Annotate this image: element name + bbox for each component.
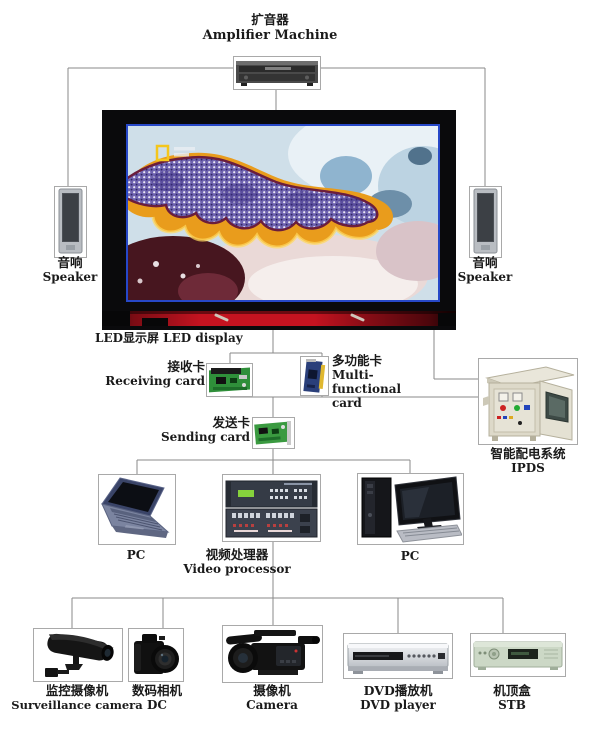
digital-camera-box	[128, 628, 184, 682]
digital-camera-label-cn: 数码相机	[131, 683, 182, 698]
receiving-card-box	[206, 363, 253, 397]
dvd-player-image	[347, 643, 449, 674]
pc-right-label: PC	[400, 549, 420, 563]
speaker-left-box	[54, 186, 87, 258]
receiving-card-image	[209, 367, 250, 393]
led-screen-image	[126, 124, 440, 302]
digital-camera-image	[134, 634, 179, 674]
speaker-right-label-cn: 音响	[472, 255, 498, 270]
stb-label: 机顶盒 STB	[452, 683, 572, 713]
camera-label-cn: 摄像机	[253, 683, 291, 698]
speaker-right-box	[469, 186, 502, 258]
ipds-box	[478, 358, 578, 445]
digital-camera-label: 数码相机 DC	[97, 683, 217, 713]
speaker-right-label: 音响 Speaker	[455, 255, 515, 285]
sending-card-label-cn: 发送卡	[212, 415, 250, 430]
sending-card-image	[254, 421, 291, 445]
ipds-image	[483, 366, 575, 441]
video-processor-label-cn: 视频处理器	[205, 547, 269, 562]
sending-card-label-en: Sending card	[160, 430, 250, 444]
video-processor-box	[222, 474, 321, 542]
receiving-card-label: 接收卡 Receiving card	[75, 359, 205, 389]
multi-functional-card-label: 多功能卡 Multi-functional card	[332, 353, 420, 411]
amplifier-box	[233, 56, 321, 90]
dvd-player-label-en: DVD player	[360, 698, 436, 712]
speaker-left-label: 音响 Speaker	[40, 255, 100, 285]
ipds-label-cn: 智能配电系统	[490, 446, 566, 461]
sending-card-label: 发送卡 Sending card	[140, 415, 250, 445]
pc-left-label: PC	[126, 548, 146, 562]
dvd-player-box	[343, 633, 453, 679]
speaker-right-image	[473, 188, 498, 254]
pc-right-box	[357, 473, 464, 545]
pc-left-box	[98, 474, 176, 545]
camera-label-en: Camera	[246, 698, 298, 712]
video-processor-image	[225, 480, 318, 538]
amplifier-label-cn: 扩音器	[251, 12, 289, 27]
receiving-card-label-en: Receiving card	[105, 374, 205, 388]
camera-image	[226, 630, 320, 675]
stb-image	[473, 641, 563, 670]
digital-camera-label-en: DC	[147, 698, 167, 712]
ipds-label-en: IPDS	[511, 461, 545, 475]
multi-functional-card-image	[303, 359, 326, 393]
pc-right-image	[361, 476, 462, 543]
stb-label-en: STB	[498, 698, 526, 712]
amplifier-label-en: Amplifier Machine	[202, 28, 338, 43]
video-processor-label: 视频处理器 Video processor	[177, 547, 297, 577]
display-base-strip	[102, 311, 456, 326]
dvd-player-label: DVD播放机 DVD player	[338, 683, 458, 713]
receiving-card-label-cn: 接收卡	[167, 359, 205, 374]
surveillance-camera-label-cn: 监控摄像机	[45, 683, 109, 698]
led-display-label: LED显示屏 LED display	[95, 331, 243, 345]
led-display-photo	[102, 110, 456, 330]
speaker-left-image	[58, 188, 83, 254]
video-processor-label-en: Video processor	[183, 562, 291, 576]
sending-card-box	[252, 417, 295, 449]
surveillance-camera-label: 监控摄像机 Surveillance camera	[7, 683, 147, 713]
surveillance-camera-label-en: Surveillance camera	[11, 698, 143, 712]
multi-functional-card-label-cn: 多功能卡	[332, 353, 383, 368]
surveillance-camera-image	[45, 633, 114, 677]
stb-box	[470, 633, 566, 677]
pc-left-image	[101, 477, 170, 538]
tv-logo-icon	[155, 144, 170, 162]
speaker-left-label-cn: 音响	[57, 255, 83, 270]
multi-functional-card-label-en: Multi-functional card	[332, 368, 402, 410]
camera-box	[222, 625, 323, 683]
speaker-right-label-en: Speaker	[457, 270, 513, 284]
surveillance-camera-box	[33, 628, 123, 682]
amplifier-label: 扩音器 Amplifier Machine	[190, 12, 350, 44]
stb-label-cn: 机顶盒	[493, 683, 531, 698]
multi-functional-card-box	[300, 356, 329, 396]
speaker-left-label-en: Speaker	[42, 270, 98, 284]
ipds-label: 智能配电系统 IPDS	[468, 446, 588, 476]
amplifier-image	[236, 61, 318, 86]
camera-label: 摄像机 Camera	[212, 683, 332, 713]
dvd-player-label-cn: DVD播放机	[363, 683, 433, 698]
